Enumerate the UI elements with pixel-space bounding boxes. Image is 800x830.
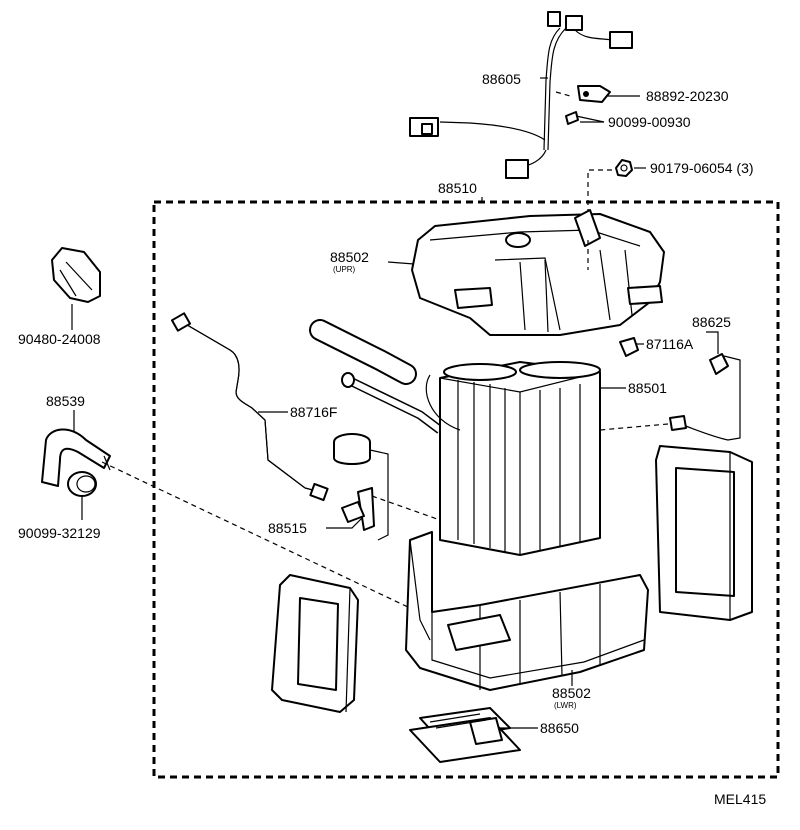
label-upper-case-note: (UPR) xyxy=(333,265,356,274)
label-assembly: 88510 xyxy=(438,180,477,196)
label-thermistor: 88625 xyxy=(692,314,731,330)
label-hose: 88539 xyxy=(46,393,85,409)
pipe-drawing xyxy=(309,319,443,434)
install-line-hose xyxy=(101,461,411,609)
upper-case-drawing xyxy=(411,209,665,336)
left-frame-drawing xyxy=(271,574,359,713)
assembly-frame xyxy=(152,200,780,779)
label-tube: 88716F xyxy=(290,404,337,420)
thermistor-drawing xyxy=(599,337,741,441)
label-screw: 90099-00930 xyxy=(608,114,691,130)
leader-lines xyxy=(71,77,719,729)
install-line-valve xyxy=(371,495,441,521)
label-harness: 88605 xyxy=(482,71,521,87)
label-lower-case-note: (LWR) xyxy=(554,701,577,710)
wire-harness-drawing xyxy=(409,11,633,240)
lower-case-drawing xyxy=(405,531,649,691)
label-grommet: 90099-32129 xyxy=(18,525,101,541)
label-lower-case: 88502 xyxy=(552,685,591,701)
figure-code: MEL415 xyxy=(714,791,766,807)
label-nut: 90179-06054 (3) xyxy=(650,160,754,176)
right-frame-drawing xyxy=(655,445,753,621)
label-evaporator: 88501 xyxy=(628,380,667,396)
valve-drawing xyxy=(333,433,389,541)
evaporator-drawing xyxy=(425,361,601,556)
switch-drawing xyxy=(51,247,101,303)
label-upper-case: 88502 xyxy=(330,249,369,265)
hose-drawing xyxy=(41,428,111,497)
label-amplifier: 88650 xyxy=(540,720,579,736)
amplifier-drawing xyxy=(409,707,521,763)
tube-drawing xyxy=(170,312,329,502)
label-switch: 90480-24008 xyxy=(18,331,101,347)
label-clamp: 88892-20230 xyxy=(646,88,729,104)
label-valve: 88515 xyxy=(268,520,307,536)
label-clip: 87116A xyxy=(646,336,694,352)
